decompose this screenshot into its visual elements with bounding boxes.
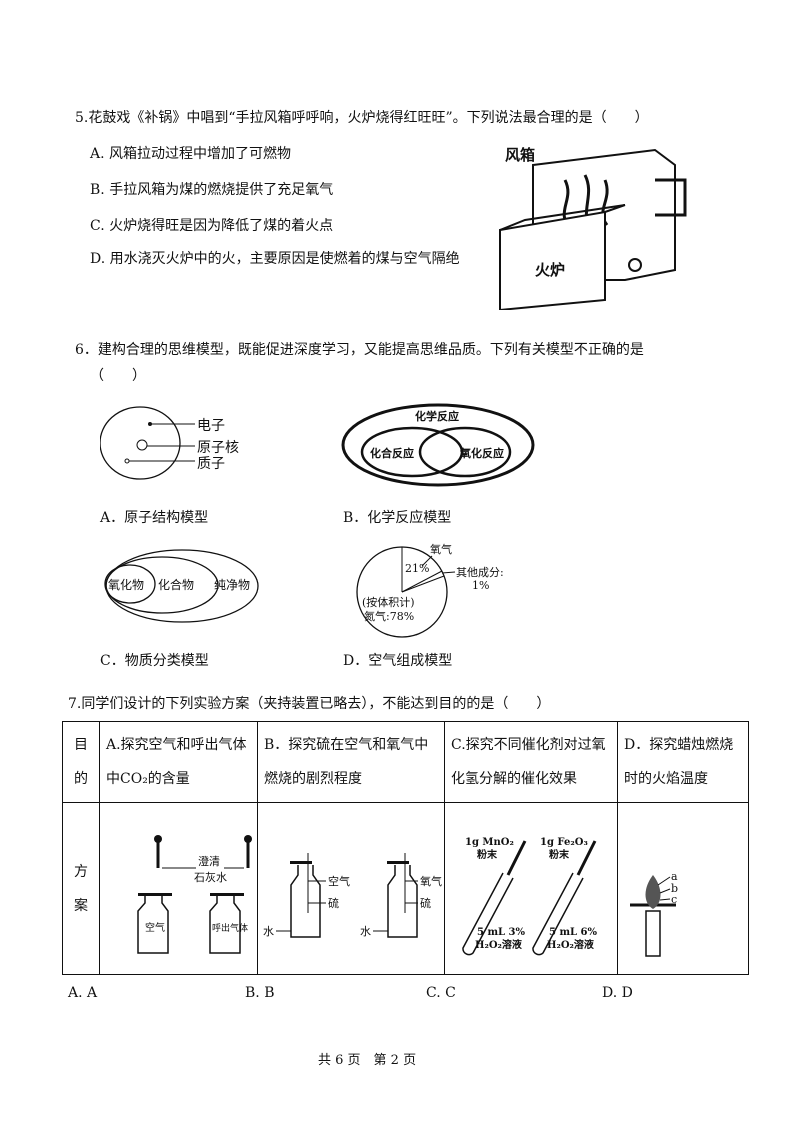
label-proton: 质子 xyxy=(197,456,225,472)
label-fe2o3: 1g Fe₂O₃ xyxy=(540,837,588,848)
label-by-volume: (按体积计) xyxy=(362,595,415,609)
q5-option-d: D. 用水浇灭火炉中的火，主要原因是使燃着的煤与空气隔绝 xyxy=(90,251,460,267)
label-air: 空气 xyxy=(145,921,165,934)
bellows-stove-figure: 风箱 火炉 xyxy=(499,146,687,310)
label-21-percent: 21% xyxy=(405,562,429,575)
label-powder: 粉末 xyxy=(477,848,498,861)
label-limewater-2: 石灰水 xyxy=(194,870,227,884)
plan-c: 1g MnO₂ 粉末 5 mL 3% H₂O₂溶液 1g Fe₂O₃ 粉末 5 … xyxy=(444,802,618,975)
label-pure-substance: 纯净物 xyxy=(214,578,250,592)
plan-a: 澄清 石灰水 空气 呼出气体 xyxy=(99,802,258,975)
label-oxidation-reaction: 氧化反应 xyxy=(459,446,504,460)
bellows-label: 风箱 xyxy=(505,146,535,164)
label-1-percent: 1% xyxy=(472,579,489,592)
q6-caption-a: A．原子结构模型 xyxy=(100,510,209,526)
label-exhaled-gas: 呼出气体 xyxy=(212,922,248,934)
atom-model-figure: 电子 原子核 质子 xyxy=(100,406,239,480)
label-b: b xyxy=(671,882,678,895)
q7-answer-b: B. B xyxy=(245,985,275,1001)
candle-flame-figure: a b c xyxy=(630,870,678,957)
label-sulfur: 硫 xyxy=(420,896,431,910)
label-water: 水 xyxy=(263,925,274,938)
label-limewater-1: 澄清 xyxy=(198,854,220,868)
label-compound: 化合物 xyxy=(158,577,194,592)
label-a: a xyxy=(671,870,678,883)
purpose-c: C.探究不同催化剂对过氧化氢分解的催化效果 xyxy=(444,721,618,803)
q7-stem: 7.同学们设计的下列实验方案（夹持装置已略去），不能达到目的的是（ ） xyxy=(68,696,551,712)
q5-option-b: B. 手拉风箱为煤的燃烧提供了充足氧气 xyxy=(90,182,334,198)
catalyst-comparison-figure: 1g MnO₂ 粉末 5 mL 3% H₂O₂溶液 1g Fe₂O₃ 粉末 5 … xyxy=(462,837,597,956)
purpose-d: D．探究蜡烛燃烧时的火焰温度 xyxy=(617,721,749,803)
row-label-purpose: 目的 xyxy=(62,721,100,803)
substance-classification-figure: 氧化物 化合物 纯净物 xyxy=(104,549,259,623)
sulfur-combustion-figure: 空气 硫 水 氧气 硫 水 xyxy=(263,853,442,938)
label-oxygen: 氧气 xyxy=(420,874,442,888)
label-air: 空气 xyxy=(328,874,350,888)
label-nucleus: 原子核 xyxy=(197,440,239,456)
plan-b: 空气 硫 水 氧气 硫 水 xyxy=(257,802,445,975)
row-label-plan: 方案 xyxy=(62,802,100,975)
q6-caption-d: D．空气组成模型 xyxy=(343,653,453,669)
q5-option-a: A. 风箱拉动过程中增加了可燃物 xyxy=(90,146,292,162)
q5-option-c: C. 火炉烧得旺是因为降低了煤的着火点 xyxy=(90,218,334,234)
air-composition-pie: 氧气 21% 其他成分: 1% (按体积计) 氮气:78% xyxy=(356,542,504,638)
q6-blank: （ ） xyxy=(90,368,146,384)
q5-stem: 5.花鼓戏《补锅》中唱到“手拉风箱呼呼响，火炉烧得红旺旺”。下列说法最合理的是（… xyxy=(75,110,649,126)
label-c: c xyxy=(671,893,677,906)
label-nitrogen: 氮气:78% xyxy=(364,609,414,623)
label-electron: 电子 xyxy=(197,418,225,434)
label-other: 其他成分: xyxy=(456,566,504,579)
q7-answer-a: A. A xyxy=(68,985,98,1001)
label-chemical-reaction: 化学反应 xyxy=(415,409,459,423)
purpose-a: A.探究空气和呼出气体中CO₂的含量 xyxy=(99,721,258,803)
label-oxygen: 氧气 xyxy=(430,542,452,556)
q6-stem: 6．建构合理的思维模型，既能促进深度学习，又能提高思维品质。下列有关模型不正确的… xyxy=(75,342,644,358)
q6-caption-c: C．物质分类模型 xyxy=(100,653,209,669)
stove-label: 火炉 xyxy=(535,261,565,279)
reaction-model-figure: 化学反应 化合反应 氧化反应 xyxy=(341,403,535,487)
q7-table: 目的 A.探究空气和呼出气体中CO₂的含量 B．探究硫在空气和氧气中燃烧的剧烈程… xyxy=(62,721,749,975)
purpose-b: B．探究硫在空气和氧气中燃烧的剧烈程度 xyxy=(257,721,445,803)
label-mno2: 1g MnO₂ xyxy=(465,837,514,848)
q7-answer-d: D. D xyxy=(602,985,633,1001)
plan-d: a b c xyxy=(617,802,749,975)
label-6-percent: 5 mL 6% xyxy=(549,927,597,938)
label-3-percent: 5 mL 3% xyxy=(477,927,525,938)
label-water: 水 xyxy=(360,925,371,938)
label-combination-reaction: 化合反应 xyxy=(370,446,414,460)
q6-caption-b: B．化学反应模型 xyxy=(343,510,452,526)
label-sulfur: 硫 xyxy=(328,896,339,910)
page-footer: 共 6 页 第 2 页 xyxy=(318,1053,417,1068)
label-h2o2-solution: H₂O₂溶液 xyxy=(475,938,522,951)
label-h2o2-solution: H₂O₂溶液 xyxy=(547,938,594,951)
label-powder: 粉末 xyxy=(549,848,570,861)
label-oxide: 氧化物 xyxy=(108,578,144,592)
co2-comparison-figure: 澄清 石灰水 空气 呼出气体 xyxy=(137,835,252,954)
q7-answer-c: C. C xyxy=(426,985,456,1001)
